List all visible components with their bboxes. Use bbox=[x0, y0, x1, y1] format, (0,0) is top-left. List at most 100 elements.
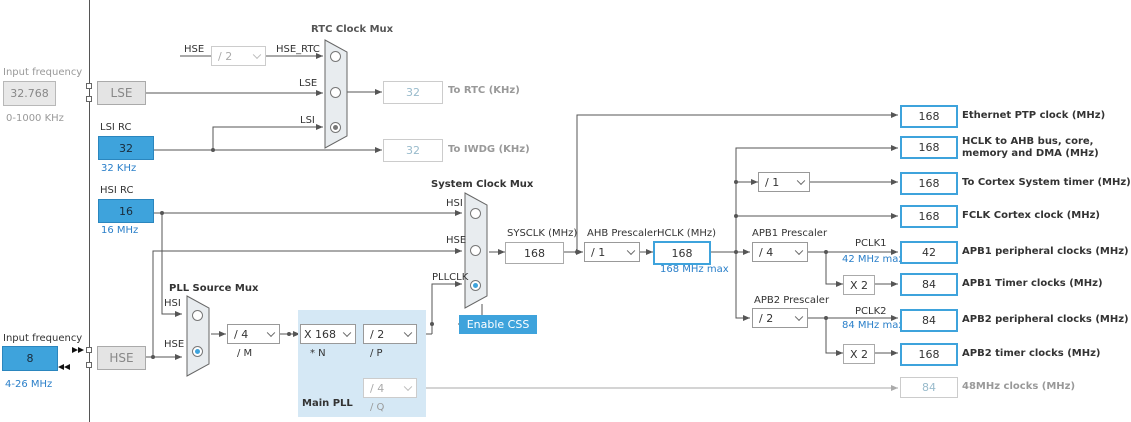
chevron-down-icon bbox=[403, 382, 413, 392]
output-label-cortex-system-timer: To Cortex System timer (MHz) bbox=[962, 177, 1131, 188]
pll-p-divider-select[interactable]: / 2 bbox=[363, 324, 417, 344]
pll-source-hse-radio[interactable] bbox=[192, 346, 203, 357]
iwdg-output-value: 32 bbox=[383, 139, 443, 162]
ahb-prescaler-value: / 1 bbox=[591, 245, 606, 259]
output-value-apb1-timer[interactable]: 84 bbox=[900, 273, 958, 296]
pll-n-multiplier-select[interactable]: X 168 bbox=[300, 324, 356, 344]
rtc-lse-label: LSE bbox=[299, 78, 318, 89]
pclk2-label: PCLK2 bbox=[855, 306, 887, 317]
pll-source-mux-title: PLL Source Mux bbox=[169, 283, 259, 294]
pll-m-divider-select[interactable]: / 4 bbox=[227, 324, 280, 344]
pclk1-label: PCLK1 bbox=[855, 238, 887, 249]
chevron-down-icon bbox=[403, 328, 413, 338]
rtc-output-value: 32 bbox=[383, 81, 443, 104]
rtc-source-hse-radio[interactable] bbox=[330, 51, 341, 62]
output-value-ethernet-ptp[interactable]: 168 bbox=[900, 105, 958, 128]
hsi-label: HSI RC bbox=[100, 185, 134, 196]
rtc-source-lse-radio[interactable] bbox=[330, 87, 341, 98]
rtc-lsi-label: LSI bbox=[300, 115, 315, 126]
pll-n-value: X 168 bbox=[304, 327, 337, 341]
apb1-prescaler-value: / 4 bbox=[759, 245, 774, 259]
lse-input-frequency-label: Input frequency bbox=[3, 67, 83, 78]
apb1-prescaler-label: APB1 Prescaler bbox=[752, 228, 828, 239]
lsi-label: LSI RC bbox=[100, 122, 132, 133]
ahb-prescaler-label: AHB Prescaler bbox=[587, 228, 658, 239]
hse-osc-pin-2 bbox=[86, 362, 92, 368]
pll-q-divider-select[interactable]: / 4 bbox=[363, 378, 417, 398]
hclk-label: HCLK (MHz) bbox=[657, 228, 717, 239]
sysclk-value: 168 bbox=[505, 242, 564, 264]
lsi-unit: 32 KHz bbox=[101, 163, 137, 174]
hse-input-frequency-field[interactable]: 8 bbox=[2, 346, 58, 371]
pll-src-mux-shape bbox=[186, 295, 210, 377]
output-value-apb2-peripheral[interactable]: 84 bbox=[900, 309, 958, 332]
hse-input-frequency-label: Input frequency bbox=[3, 333, 83, 344]
hse-input-range: 4-26 MHz bbox=[5, 379, 53, 390]
chevron-down-icon bbox=[342, 328, 352, 338]
sysclk-source-hsi-radio[interactable] bbox=[470, 208, 481, 219]
lse-osc-pin-1 bbox=[86, 83, 92, 89]
chevron-down-icon bbox=[252, 50, 262, 60]
sysclk-label: SYSCLK (MHz) bbox=[507, 228, 578, 239]
cortex-timer-divider-value: / 1 bbox=[765, 175, 780, 189]
output-value-hclk-ahb[interactable]: 168 bbox=[900, 136, 958, 159]
pll-q-value: / 4 bbox=[370, 381, 385, 395]
chevron-down-icon bbox=[796, 176, 806, 186]
pclk2-max-label: 84 MHz max bbox=[842, 320, 905, 331]
rtc-source-lsi-radio[interactable] bbox=[330, 122, 341, 133]
lse-osc-pin-2 bbox=[86, 96, 92, 102]
lse-oscillator[interactable]: LSE bbox=[97, 81, 146, 105]
pll-src-hse-label: HSE bbox=[164, 339, 185, 350]
sysmux-pllclk-label: PLLCLK bbox=[432, 272, 469, 283]
pll-src-hsi-label: HSI bbox=[164, 298, 181, 309]
hclk-value-field[interactable]: 168 bbox=[653, 241, 711, 265]
apb2-prescaler-select[interactable]: / 2 bbox=[752, 308, 808, 328]
apb2-prescaler-label: APB2 Prescaler bbox=[754, 295, 830, 306]
rtc-hse-label: HSE bbox=[184, 44, 205, 55]
sysclk-source-hse-radio[interactable] bbox=[470, 245, 481, 256]
pll-q-label: / Q bbox=[370, 402, 385, 413]
apb1-prescaler-select[interactable]: / 4 bbox=[752, 242, 808, 262]
apb2-timer-multiplier: X 2 bbox=[843, 344, 875, 364]
apb1-timer-multiplier: X 2 bbox=[843, 275, 875, 295]
pclk1-max-label: 42 MHz max bbox=[842, 254, 905, 265]
hsi-unit: 16 MHz bbox=[101, 225, 139, 236]
chevron-down-icon bbox=[794, 312, 804, 322]
output-value-apb2-timer[interactable]: 168 bbox=[900, 343, 958, 366]
chevron-down-icon bbox=[794, 246, 804, 256]
lse-input-range: 0-1000 KHz bbox=[6, 113, 64, 124]
pll-m-value: / 4 bbox=[234, 327, 249, 341]
output-label-apb2-peripheral: APB2 peripheral clocks (MHz) bbox=[962, 314, 1129, 325]
output-label-hclk-ahb: HCLK to AHB bus, core, bbox=[962, 136, 1094, 147]
chevron-down-icon bbox=[626, 246, 636, 256]
output-value-apb1-peripheral[interactable]: 42 bbox=[900, 241, 958, 264]
enable-css-button[interactable]: Enable CSS bbox=[459, 315, 537, 334]
output-label-hclk-ahb-line2: memory and DMA (MHz) bbox=[962, 148, 1099, 159]
system-clock-mux-title: System Clock Mux bbox=[431, 179, 534, 190]
lsi-value: 32 bbox=[98, 136, 154, 160]
rtc-hse-rtc-label: HSE_RTC bbox=[276, 44, 320, 55]
hse-oscillator[interactable]: HSE bbox=[97, 346, 146, 370]
apb2-prescaler-value: / 2 bbox=[759, 311, 774, 325]
output-label-ethernet-ptp: Ethernet PTP clock (MHz) bbox=[962, 110, 1106, 121]
lse-input-frequency-field[interactable]: 32.768 bbox=[3, 81, 56, 106]
pll-p-label: / P bbox=[370, 348, 383, 359]
rtc-hse-divider-select[interactable]: / 2 bbox=[211, 46, 266, 66]
sysmux-hse-label: HSE bbox=[446, 235, 467, 246]
cortex-timer-divider-select[interactable]: / 1 bbox=[758, 172, 810, 192]
output-value-cortex-system-timer[interactable]: 168 bbox=[900, 172, 958, 195]
pll-source-hsi-radio[interactable] bbox=[192, 310, 203, 321]
pll-n-label: * N bbox=[310, 348, 326, 359]
rtc-output-label: To RTC (KHz) bbox=[448, 85, 520, 96]
sysmux-hsi-label: HSI bbox=[446, 198, 463, 209]
ahb-prescaler-select[interactable]: / 1 bbox=[584, 242, 640, 262]
output-label-48mhz: 48MHz clocks (MHz) bbox=[962, 381, 1076, 392]
main-pll-label: Main PLL bbox=[302, 398, 353, 409]
sysclk-source-pllclk-radio[interactable] bbox=[470, 280, 481, 291]
output-label-fclk-cortex: FCLK Cortex clock (MHz) bbox=[962, 210, 1100, 221]
rtc-mux-title: RTC Clock Mux bbox=[311, 24, 394, 35]
hclk-max-label: 168 MHz max bbox=[660, 264, 729, 275]
output-value-fclk-cortex[interactable]: 168 bbox=[900, 205, 958, 228]
hse-osc-pin-1 bbox=[86, 347, 92, 353]
